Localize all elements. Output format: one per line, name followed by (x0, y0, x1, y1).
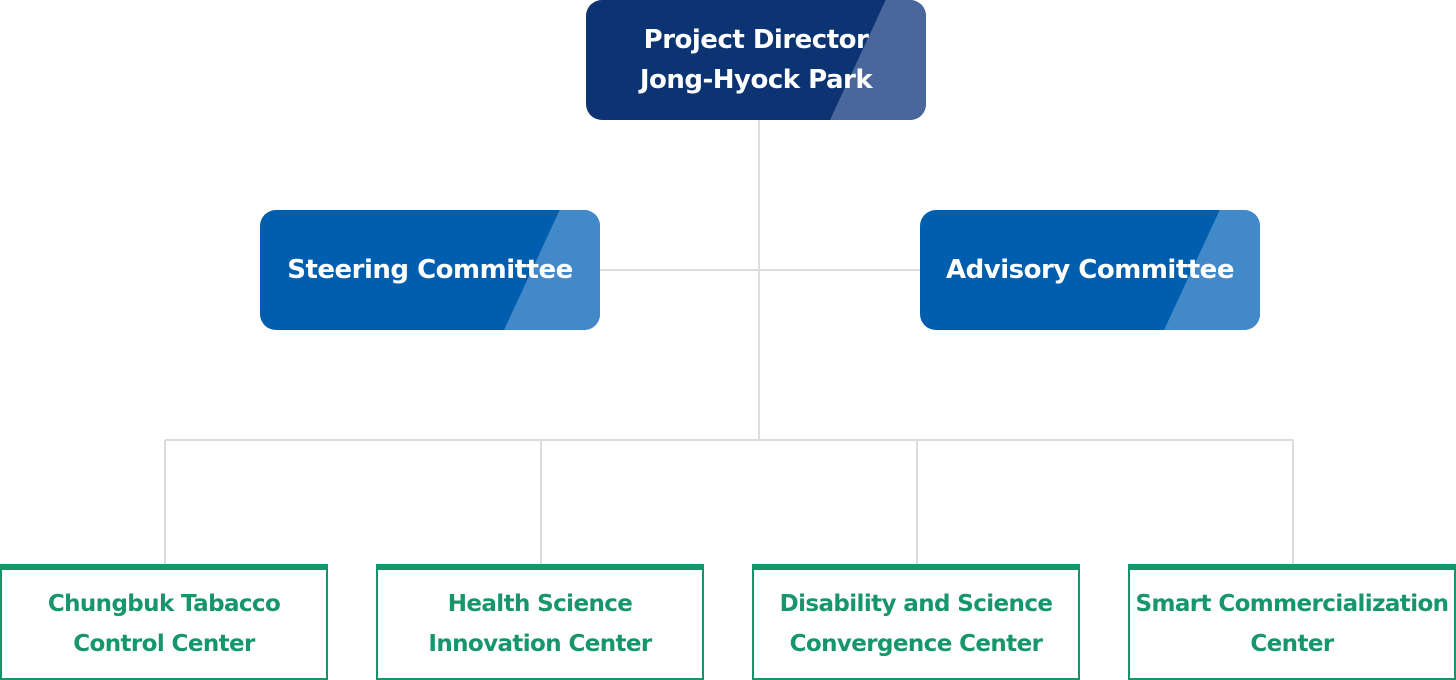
center-node-health-science: Health Science Innovation Center (376, 564, 704, 680)
center-label-line1: Smart Commercialization (1135, 591, 1450, 617)
center-node-smart-commercialization: Smart Commercialization Center (1128, 564, 1456, 680)
director-name: Jong-Hyock Park (639, 65, 873, 95)
steering-committee-label: Steering Committee (287, 255, 573, 285)
advisory-committee-node: Advisory Committee (920, 210, 1260, 330)
center-node-tobacco-control: Chungbuk Tabacco Control Center (0, 564, 328, 680)
center-label-line1: Disability and Science (779, 591, 1053, 617)
center-label-line2: Innovation Center (428, 631, 652, 657)
advisory-committee-label: Advisory Committee (946, 255, 1234, 285)
center-label: Health Science Innovation Center (428, 584, 652, 664)
director-title: Project Director (643, 25, 869, 55)
center-label: Smart Commercialization Center (1135, 584, 1450, 664)
center-label: Chungbuk Tabacco Control Center (47, 584, 281, 664)
project-director-node: Project Director Jong-Hyock Park (586, 0, 926, 120)
steering-committee-node: Steering Committee (260, 210, 600, 330)
center-label-line2: Control Center (73, 631, 255, 657)
center-label: Disability and Science Convergence Cente… (780, 584, 1053, 664)
director-label: Project Director Jong-Hyock Park (639, 20, 873, 100)
center-label-line1: Health Science (447, 591, 633, 617)
center-label-line2: Convergence Center (789, 631, 1043, 657)
center-label-line2: Center (1250, 631, 1334, 657)
center-label-line1: Chungbuk Tabacco (47, 591, 281, 617)
center-node-disability-science: Disability and Science Convergence Cente… (752, 564, 1080, 680)
